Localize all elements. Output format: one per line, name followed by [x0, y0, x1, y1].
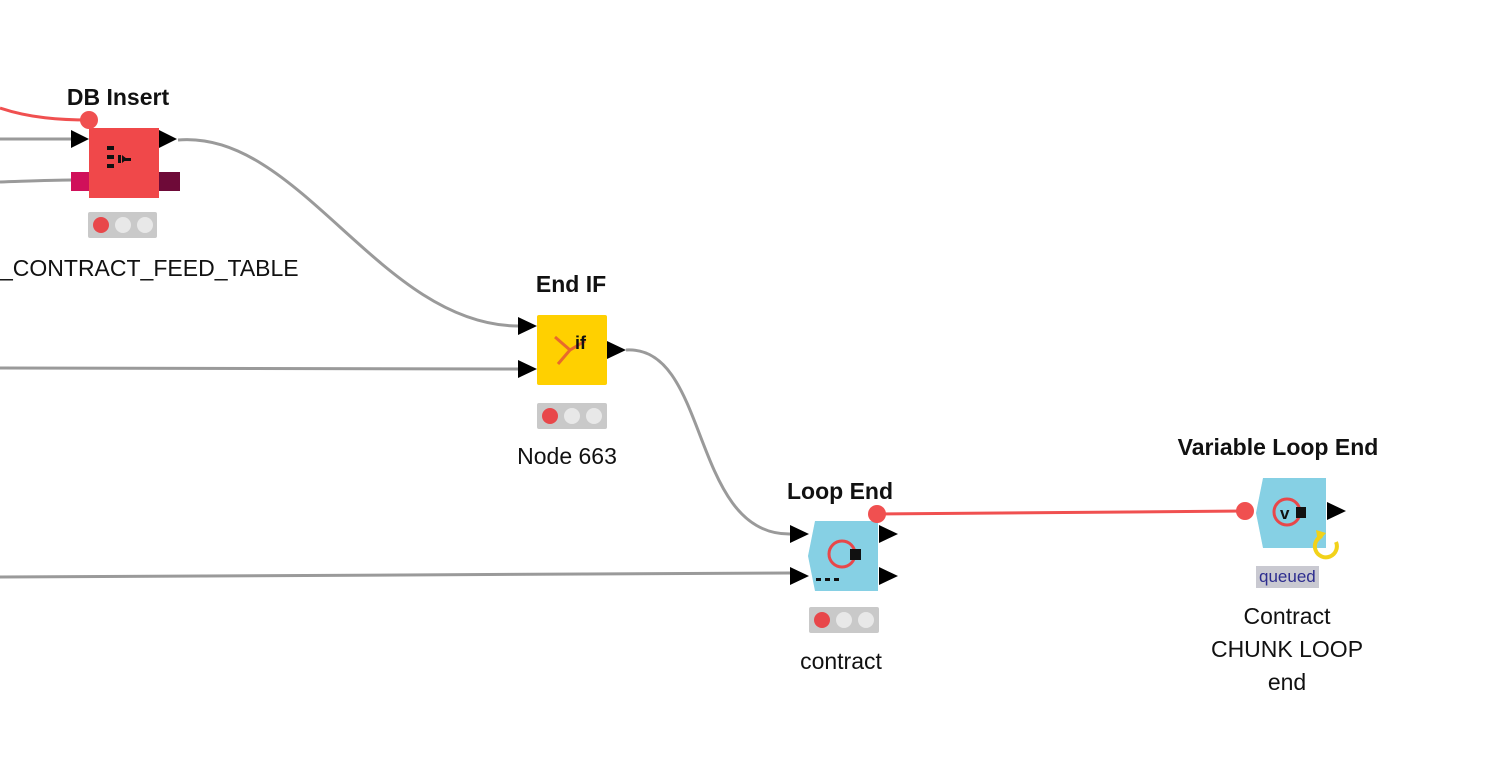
- loop-end-flow-variable-port[interactable]: [868, 505, 886, 523]
- loop-end-body[interactable]: [808, 521, 878, 591]
- node-loop-end[interactable]: [790, 505, 898, 633]
- loop-end-status-icon: [809, 607, 879, 633]
- db-insert-db-in-port[interactable]: [71, 172, 91, 191]
- queued-refresh-icon: [1312, 530, 1339, 560]
- end-if-in-port-2[interactable]: [518, 360, 537, 378]
- loop-end-in-port-2[interactable]: [790, 567, 809, 585]
- db-insert-db-out-port[interactable]: [159, 172, 180, 191]
- db-insert-body[interactable]: [89, 128, 159, 198]
- db-insert-in-port-1[interactable]: [71, 130, 89, 148]
- variable-loop-end-status-badge: queued: [1256, 566, 1319, 588]
- loop-end-in-port-1[interactable]: [790, 525, 809, 543]
- db-insert-status-icon: [88, 212, 157, 238]
- svg-text:if: if: [575, 333, 587, 353]
- node-db-insert[interactable]: [71, 111, 180, 238]
- svg-text:v: v: [1280, 504, 1290, 523]
- data-connection-into-db-insert-2[interactable]: [0, 178, 73, 184]
- end-if-out-port[interactable]: [607, 341, 626, 359]
- end-if-title: End IF: [535, 271, 607, 297]
- variable-loop-end-label-line-2: CHUNK LOOP: [1210, 636, 1364, 662]
- loop-end-title: Loop End: [786, 478, 894, 504]
- variable-loop-end-flow-variable-in-port[interactable]: [1236, 502, 1254, 520]
- loop-end-label[interactable]: contract: [800, 648, 882, 674]
- variable-loop-icon: v: [1272, 497, 1306, 527]
- loop-icon: [816, 539, 861, 581]
- data-connection-end-if-to-loop-end[interactable]: [625, 348, 791, 536]
- db-insert-title: DB Insert: [66, 84, 170, 110]
- variable-loop-end-label-line-1: Contract: [1243, 603, 1331, 629]
- variable-loop-end-label-line-3: end: [1267, 669, 1307, 695]
- db-insert-icon: [107, 146, 131, 168]
- node-variable-loop-end[interactable]: v: [1236, 478, 1346, 560]
- variable-loop-end-out-port[interactable]: [1327, 502, 1346, 520]
- variable-loop-end-title: Variable Loop End: [1177, 434, 1379, 460]
- data-connection-into-loop-end-2[interactable]: [0, 571, 791, 579]
- variable-loop-end-body[interactable]: [1256, 478, 1326, 548]
- data-connection-db-insert-to-end-if[interactable]: [177, 138, 519, 328]
- end-if-icon: if: [554, 333, 587, 365]
- node-end-if[interactable]: if: [518, 315, 626, 429]
- loop-end-out-port-2[interactable]: [879, 567, 898, 585]
- db-insert-out-port[interactable]: [159, 130, 177, 148]
- end-if-label[interactable]: Node 663: [517, 443, 617, 469]
- loop-end-out-port-1[interactable]: [879, 525, 898, 543]
- flow-variable-connection-loop-end-to-variable-loop-end[interactable]: [876, 509, 1246, 516]
- end-if-status-icon: [537, 403, 607, 429]
- end-if-in-port-1[interactable]: [518, 317, 537, 335]
- db-insert-flow-variable-port[interactable]: [80, 111, 98, 129]
- db-insert-label[interactable]: _CONTRACT_FEED_TABLE: [0, 255, 299, 281]
- data-connection-into-end-if-2[interactable]: [0, 366, 519, 371]
- variable-loop-end-label[interactable]: Contract CHUNK LOOP end: [1211, 600, 1363, 699]
- connections: [0, 106, 1246, 579]
